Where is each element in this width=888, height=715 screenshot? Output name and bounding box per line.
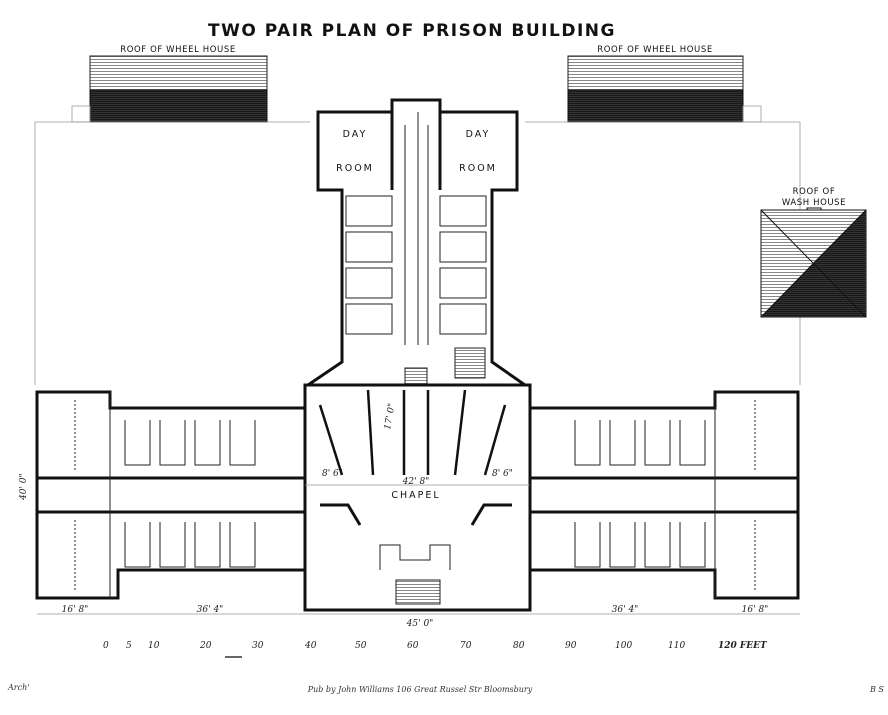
scale-tick: 90 xyxy=(565,641,577,651)
scale-tick: 80 xyxy=(513,641,525,651)
dim-chapel-width: 42' 8" xyxy=(402,477,430,487)
credit-architect: Arch' xyxy=(7,683,29,692)
yard-boundary-left xyxy=(34,121,310,385)
scale-tick: 0 xyxy=(103,641,109,651)
day-room-left-label-2: ROOM xyxy=(336,163,374,174)
dim-bay-left: 8' 6" xyxy=(322,469,343,479)
dim-right-end: 16' 8" xyxy=(742,605,769,615)
chapel-label: CHAPEL xyxy=(391,490,440,501)
wash-house-label-1: ROOF OF xyxy=(793,187,836,197)
bottom-dimensions: 16' 8" 36' 4" 45' 0" 36' 4" 16' 8" xyxy=(37,605,800,629)
scale-bar: 0 5 10 20 30 40 50 60 70 80 90 100 110 1… xyxy=(103,641,768,658)
dim-left-wing: 36' 4" xyxy=(197,605,224,615)
plan-title: TWO PAIR PLAN OF PRISON BUILDING xyxy=(208,21,616,41)
credit-engraver: B S xyxy=(869,685,884,694)
scale-tick: 110 xyxy=(668,641,685,651)
wheel-house-right-label: ROOF OF WHEEL HOUSE xyxy=(597,45,713,55)
dim-bay-right: 8' 6" xyxy=(492,469,513,479)
dim-wing-depth: 40' 0" xyxy=(19,473,29,501)
scale-tick: 60 xyxy=(407,641,419,651)
scale-tick: 50 xyxy=(355,641,367,651)
scale-tick: 70 xyxy=(460,641,472,651)
day-room-right-label-2: ROOM xyxy=(459,163,497,174)
scale-tick: 120 FEET xyxy=(718,641,768,651)
day-room-right-label-1: DAY xyxy=(466,129,491,140)
wash-house: ROOF OF WASH HOUSE xyxy=(760,187,867,318)
scale-tick: 20 xyxy=(199,641,212,651)
north-wing: DAY ROOM DAY ROOM xyxy=(303,98,530,387)
scale-tick: 10 xyxy=(148,641,160,651)
credit-publisher: Pub by John Williams 106 Great Russel St… xyxy=(307,685,533,694)
dim-chapel-depth: 17' 0" xyxy=(383,403,397,431)
scale-tick: 30 xyxy=(252,641,264,651)
wheel-house-right: ROOF OF WHEEL HOUSE xyxy=(567,45,744,123)
dim-left-end: 16' 8" xyxy=(62,605,89,615)
wash-house-label-2: WASH HOUSE xyxy=(782,198,846,208)
wheel-house-left-label: ROOF OF WHEEL HOUSE xyxy=(120,45,236,55)
yard-boundary-right xyxy=(525,121,801,385)
dim-center: 45' 0" xyxy=(406,619,434,629)
scale-tick: 5 xyxy=(126,641,132,651)
scale-tick: 40 xyxy=(304,641,317,651)
dim-right-wing: 36' 4" xyxy=(612,605,639,615)
wheel-house-left: ROOF OF WHEEL HOUSE xyxy=(89,45,268,123)
cross-range: CHAPEL 17' 0" 42' 8" 8' 6" 8' 6" 40' 0" xyxy=(19,383,800,612)
day-room-left-label-1: DAY xyxy=(343,129,368,140)
scale-tick: 100 xyxy=(615,641,632,651)
